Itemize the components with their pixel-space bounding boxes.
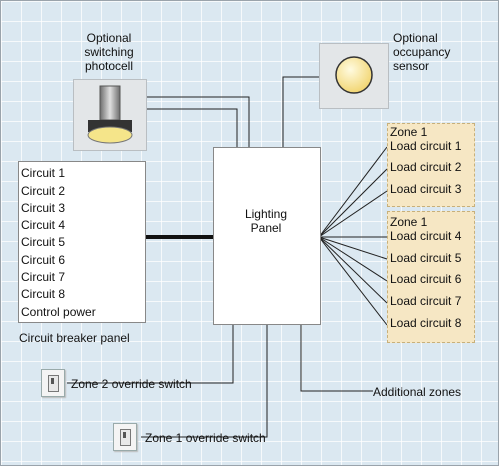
photocell-icon [87,85,133,144]
lighting-panel-label-line2: Panel [250,221,282,235]
zone-b-title: Zone 1 [390,215,428,229]
load-wire-3 [318,190,388,238]
load-wire-8 [318,236,388,326]
sensor-label-line3: sensor [393,59,430,73]
zone2-switch-icon [41,369,65,397]
sensor-wire [282,76,319,147]
occupancy-sensor [319,43,389,109]
photocell-wire [145,96,250,147]
zone2-switch-label: Zone 2 override switch [71,377,192,391]
additional-zones-label: Additional zones [373,385,462,399]
circuit-label-5: Circuit 5 [21,235,66,249]
load-wire-1 [318,146,388,238]
circuit-label-8: Circuit 8 [21,287,66,301]
load-label-8: Load circuit 8 [390,316,462,330]
occupancy-sensor-icon [335,56,373,94]
photocell-label-line2: switching [84,45,134,59]
circuit-label-2: Circuit 2 [21,184,66,198]
load-label-6: Load circuit 6 [390,272,462,286]
load-wire-2 [318,168,388,238]
load-label-7: Load circuit 7 [390,294,462,308]
circuit-label-3: Circuit 3 [21,201,66,215]
additional-zones-wire [300,323,373,392]
sensor-label-line2: occupancy [393,45,451,59]
zone-a-title: Zone 1 [390,125,428,139]
load-wire-6 [318,236,388,282]
load-label-5: Load circuit 5 [390,251,462,265]
zone1-switch-label: Zone 1 override switch [145,431,266,445]
sensor-label: Optional occupancy sensor [393,31,450,73]
circuit-breaker-panel-label: Circuit breaker panel [19,331,130,345]
load-label-1: Load circuit 1 [390,139,462,153]
load-label-3: Load circuit 3 [390,182,462,196]
photocell-wire-2 [145,108,238,147]
load-label-4: Load circuit 4 [390,229,462,243]
zone-group-a [387,123,475,207]
circuit-label-6: Circuit 6 [21,253,66,267]
lighting-panel [213,147,321,325]
circuit-label-4: Circuit 4 [21,218,66,232]
lighting-panel-label-line1: Lighting [244,207,288,221]
photocell-label-line1: Optional [86,31,132,45]
photocell-label: Optional switching photocell [67,31,151,73]
load-wires [318,146,388,326]
control-power-label: Control power [21,305,96,319]
photocell-label-line3: photocell [84,59,134,73]
load-wire-5 [318,236,388,260]
load-label-2: Load circuit 2 [390,160,462,174]
zone1-switch-wire [141,323,268,438]
lighting-panel-label: Lighting Panel [213,207,319,235]
circuit-label-1: Circuit 1 [21,166,66,180]
circuit-breaker-panel [18,161,146,323]
zone-group-b [387,211,475,343]
sensor-label-line1: Optional [393,31,438,45]
zone2-switch-wire [67,323,234,384]
circuit-label-7: Circuit 7 [21,270,66,284]
photocell [73,79,147,151]
zone1-switch-icon [113,423,137,451]
load-wire-7 [318,236,388,304]
